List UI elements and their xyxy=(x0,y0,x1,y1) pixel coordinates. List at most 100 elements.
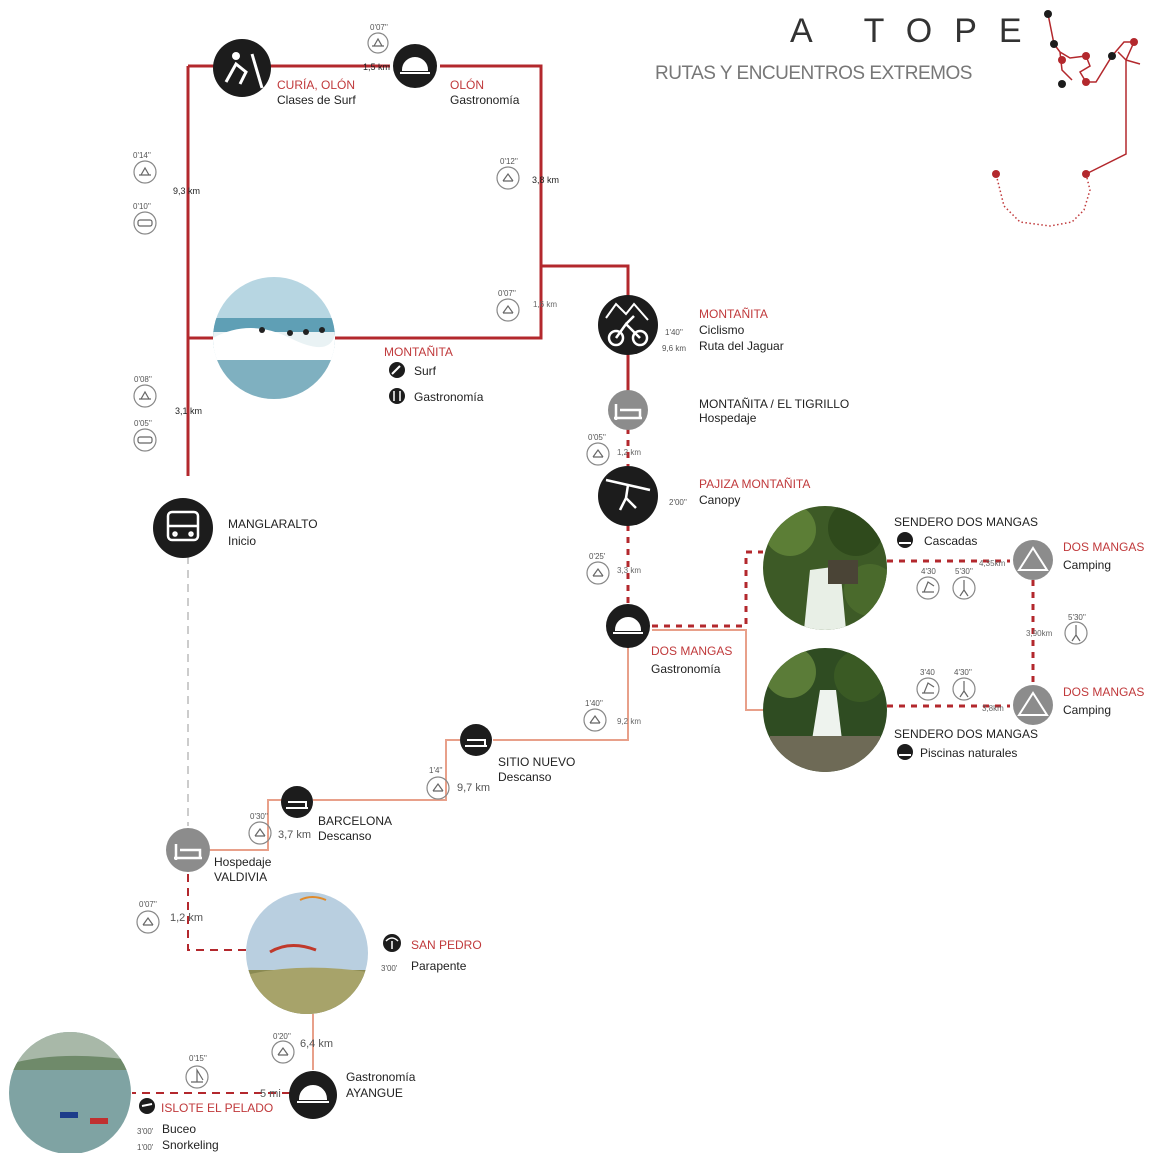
horse-icon xyxy=(916,576,940,600)
barcelona-activity: Descanso xyxy=(318,829,372,843)
bike-node xyxy=(598,295,658,355)
leg-sanpedro-ayangue-distance: 6,4 km xyxy=(300,1038,334,1050)
dosmangas-food-activity: Gastronomía xyxy=(651,662,721,676)
photo-waterfall xyxy=(763,506,887,630)
dosmangas-food-place: DOS MANGAS xyxy=(651,644,733,658)
transport-icons xyxy=(133,32,1088,1089)
islote-snorkel: Snorkeling xyxy=(162,1138,219,1152)
rest-icon xyxy=(286,801,308,809)
montanita-beach-food: Gastronomía xyxy=(414,390,484,404)
route-lines xyxy=(132,64,1035,1094)
leg-sitio-barcelona-distance: 9,7 km xyxy=(457,782,491,794)
san-pedro-place: SAN PEDRO xyxy=(411,938,482,952)
bicycle-icon xyxy=(248,821,272,845)
leg-dosmangas-sitio-distance: 9,2 km xyxy=(617,717,642,726)
bicycle-icon xyxy=(426,776,450,800)
sendero-2-place: SENDERO DOS MANGAS xyxy=(894,727,1039,741)
leg-olon-montanita-time: 0'12'' xyxy=(500,157,518,166)
san-pedro-activity: Parapente xyxy=(411,959,467,973)
curia-activity: Clases de Surf xyxy=(277,93,356,107)
camping-node-1 xyxy=(1013,540,1053,580)
bicycle-icon xyxy=(271,1040,295,1064)
sendero-1-activity: Cascadas xyxy=(924,534,978,548)
sitio-node xyxy=(460,724,492,756)
camping-1-activity: Camping xyxy=(1063,558,1112,572)
islote-time-snorkel: 1'00' xyxy=(137,1143,154,1152)
bed-icon xyxy=(174,844,202,860)
camping-node-2 xyxy=(1013,685,1053,725)
manglaralto-node xyxy=(153,498,213,558)
leg-left-mid-time-b: 0'05'' xyxy=(134,419,152,428)
montanita-bike-time: 1'40'' xyxy=(665,328,683,337)
leg-curia-olon-time: 0'07'' xyxy=(370,23,388,32)
leg-ayangue-islote-time: 0'15'' xyxy=(189,1054,207,1063)
pajiza-place: PAJIZA MONTAÑITA xyxy=(699,477,811,491)
bicycle-icon xyxy=(496,166,520,190)
pajiza-node xyxy=(598,466,658,526)
horse-icon xyxy=(916,677,940,701)
motorbike-icon xyxy=(133,384,157,408)
sitio-nuevo-place: SITIO NUEVO xyxy=(498,755,576,769)
hiker-icon xyxy=(952,677,976,701)
leg-barcelona-valdivia-time: 0'30'' xyxy=(250,812,268,821)
leg-beach-bike-distance: 1,6 km xyxy=(533,300,558,309)
utensils-icon xyxy=(393,391,401,401)
bed-icon xyxy=(614,404,642,420)
sailboat-icon xyxy=(185,1065,209,1089)
leg-beach-bike-time: 0'07'' xyxy=(498,289,516,298)
leg-tigrillo-pajiza-time: 0'05'' xyxy=(588,433,606,442)
bicycle-icon xyxy=(136,910,160,934)
montanita-bike-distance: 9,6 km xyxy=(662,344,687,353)
ayangue-node xyxy=(289,1071,337,1119)
motorbike-icon xyxy=(133,160,157,184)
islote-buceo: Buceo xyxy=(162,1122,197,1136)
leg-left-mid-distance: 3,1 km xyxy=(175,406,203,416)
leg-left-mid-time-a: 0'08'' xyxy=(134,375,152,384)
leg-barcelona-valdivia-distance: 3,7 km xyxy=(278,829,312,841)
paraglider-icon xyxy=(385,937,399,949)
leg-pajiza-dosmangas-distance: 3,3 km xyxy=(617,566,642,575)
leg-left-top-time-a: 0'14'' xyxy=(133,151,151,160)
hiker-icon xyxy=(952,576,976,600)
montanita-beach-place: MONTAÑITA xyxy=(384,345,453,359)
surf-node xyxy=(213,39,271,97)
montanita-bike-place: MONTAÑITA xyxy=(699,307,768,321)
curia-place: CURÍA, OLÓN xyxy=(277,78,356,92)
olon-place: OLÓN xyxy=(450,78,485,92)
manglaralto-place: MANGLARALTO xyxy=(228,517,318,531)
hiker-icon xyxy=(1064,621,1088,645)
bicycle-icon xyxy=(586,442,610,466)
barcelona-node xyxy=(281,786,313,818)
sendero-2-activity: Piscinas naturales xyxy=(920,746,1018,760)
photo-natural-pool xyxy=(763,648,887,772)
leg-camp-camp-distance: 3,90km xyxy=(1026,629,1053,638)
olon-activity: Gastronomía xyxy=(450,93,520,107)
tigrillo-node xyxy=(608,390,648,430)
leg-valdivia-sanpedro-distance: 1,2 km xyxy=(170,912,204,924)
cloche-icon xyxy=(613,617,643,634)
camping-1-place: DOS MANGAS xyxy=(1063,540,1145,554)
small-legend-icons xyxy=(139,362,913,1114)
surf-icon xyxy=(391,365,401,375)
diving-icon xyxy=(141,1103,153,1107)
camping-2-place: DOS MANGAS xyxy=(1063,685,1145,699)
ayangue-activity: Gastronomía xyxy=(346,1070,416,1084)
olon-node xyxy=(393,44,437,88)
camping-2-activity: Camping xyxy=(1063,703,1112,717)
leg-olon-montanita-distance: 3,8 km xyxy=(532,175,560,185)
transport-glyphs xyxy=(137,37,1081,1083)
page-subtitle: RUTAS Y ENCUENTROS EXTREMOS xyxy=(655,63,972,84)
bicycle-icon xyxy=(583,708,607,732)
tigrillo-activity: Hospedaje xyxy=(699,411,757,425)
valdivia-place: VALDIVIA xyxy=(214,870,268,884)
tent-icon xyxy=(1017,546,1049,571)
tent-icon xyxy=(1017,691,1049,716)
islote-time-buceo: 3'00' xyxy=(137,1127,154,1136)
leg-sitio-barcelona-time: 1'4'' xyxy=(429,766,443,775)
ayangue-place: AYANGUE xyxy=(346,1086,403,1100)
leg-dosmangas-sitio-time: 1'40'' xyxy=(585,699,603,708)
leg-left-top-distance: 9,3 km xyxy=(173,186,201,196)
motorbike-icon xyxy=(367,32,389,54)
rest-icon xyxy=(465,739,487,747)
